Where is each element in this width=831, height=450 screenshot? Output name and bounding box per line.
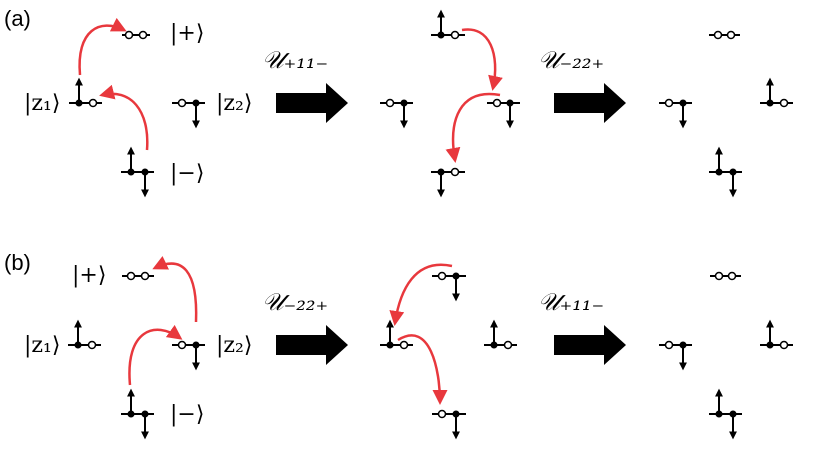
panel-b-second-operator: 𝒰₊₁₁₋ (538, 288, 604, 316)
site-down-spin-with-hole (659, 340, 692, 371)
hopping-arrow (99, 84, 149, 151)
site-doubly-occupied (121, 388, 154, 440)
panel-b-final-configuration (659, 271, 793, 440)
site-down-spin-with-hole (432, 409, 466, 440)
site-down-spin-with-hole (432, 271, 466, 302)
panel-b-intermediate-configuration (380, 263, 517, 440)
hopping-arrow (152, 256, 198, 323)
site-down-spin-with-hole (659, 98, 692, 129)
site-empty-pair (709, 30, 740, 40)
panel-a-second-operator: 𝒰₋₂₂₊ (538, 46, 604, 74)
operator-arrow (276, 325, 348, 365)
hopping-arrow (128, 324, 183, 386)
site-doubly-occupied (709, 388, 742, 440)
panel-a-z2-label: |z₂⟩ (216, 91, 252, 116)
site-empty-pair (122, 30, 150, 40)
panel-a-z1-label: |z₁⟩ (24, 91, 60, 116)
panel-a-final-configuration (659, 30, 793, 198)
site-empty-pair (122, 271, 154, 281)
panel-a-tag: (a) (4, 6, 31, 31)
panel-a-minus-label: |−⟩ (170, 161, 204, 186)
site-up-spin-with-hole (431, 9, 465, 40)
panel-b-z1-label: |z₁⟩ (24, 333, 60, 358)
site-doubly-occupied (709, 146, 742, 198)
hopping-arrow (445, 92, 501, 163)
hopping-arrow (397, 334, 448, 405)
operator-arrow (276, 83, 348, 123)
site-down-spin-with-hole (487, 98, 520, 129)
panel-b-minus-label: |−⟩ (170, 402, 204, 427)
operator-arrow (554, 83, 626, 123)
panel-a-first-operator: 𝒰₊₁₁₋ (262, 46, 328, 74)
site-down-spin-with-hole (172, 98, 205, 129)
hopping-arrow (78, 17, 127, 76)
hopping-arrow (389, 263, 453, 326)
panel-b-z2-label: |z₂⟩ (216, 333, 252, 358)
panel-a-plus-label: |+⟩ (170, 21, 204, 46)
panel-b: (b) |+⟩ |z₁⟩ |z₂⟩ |−⟩ (4, 250, 793, 440)
hopping-arrow (461, 28, 503, 91)
site-up-spin-with-hole (69, 77, 102, 108)
site-up-spin-with-hole (68, 319, 101, 350)
site-up-spin-with-hole (760, 319, 793, 350)
site-down-spin-with-hole (380, 98, 413, 129)
panel-a-initial-configuration (69, 17, 205, 198)
panel-b-tag: (b) (4, 250, 31, 275)
panel-a: (a) |+⟩ |z₁⟩ |z₂⟩ |−⟩ (4, 6, 793, 198)
site-up-spin-with-hole (484, 319, 517, 350)
panel-a-intermediate-configuration (380, 9, 520, 198)
site-up-spin-with-hole (760, 77, 793, 108)
site-empty-pair (710, 271, 741, 281)
site-doubly-occupied (121, 146, 154, 198)
panel-b-initial-configuration (68, 256, 205, 440)
operator-arrow (554, 325, 626, 365)
panel-b-first-operator: 𝒰₋₂₂₊ (262, 288, 328, 316)
site-down-spin-with-hole (431, 167, 465, 198)
panel-b-plus-label: |+⟩ (72, 263, 106, 288)
site-down-spin-with-hole (172, 340, 205, 371)
